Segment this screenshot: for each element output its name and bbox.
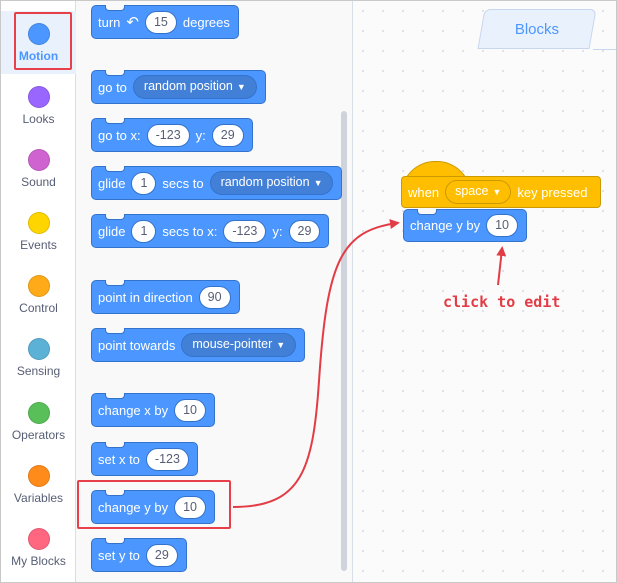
point-towards-block[interactable]: point towards mouse-pointer▼ (91, 328, 306, 362)
go-to-xy-block[interactable]: go to x: -123 y: 29 (91, 118, 253, 152)
block-text: when (408, 184, 440, 200)
annotation-text: click to edit (443, 293, 561, 311)
turn-left-block[interactable]: turn ↶ 15 degrees (91, 5, 239, 39)
set-x-block[interactable]: set x to -123 (91, 442, 198, 476)
point-target-dropdown[interactable]: mouse-pointer▼ (181, 333, 297, 357)
change-y-stack-block[interactable]: change y by 10 (403, 209, 528, 242)
set-y-block[interactable]: set y to 29 (91, 538, 187, 572)
sound-category-icon (27, 149, 50, 171)
block-text: secs to x: (162, 223, 218, 239)
block-text: change y by (98, 499, 169, 515)
block-text: point in direction (98, 289, 193, 305)
key-dropdown[interactable]: space▼ (445, 180, 512, 204)
glide-target-dropdown[interactable]: random position▼ (209, 171, 334, 195)
block-text: go to x: (98, 127, 141, 143)
when-key-pressed-block[interactable]: when space▼ key pressed (401, 176, 601, 208)
y-amount-input[interactable]: 10 (174, 495, 207, 519)
category-events[interactable]: Events (1, 200, 76, 263)
category-label: Sound (21, 175, 56, 189)
glide-to-block[interactable]: glide 1 secs to random position▼ (91, 166, 343, 200)
x-input[interactable]: -123 (223, 219, 267, 243)
events-category-icon (27, 212, 50, 234)
block-text: glide (98, 175, 126, 191)
degrees-input[interactable]: 15 (144, 10, 177, 34)
block-text: y: (195, 127, 206, 143)
caret-down-icon: ▼ (492, 187, 502, 197)
my-blocks-category-icon (27, 528, 50, 550)
y-input[interactable]: 29 (211, 123, 244, 147)
tab-blocks[interactable]: Blocks (477, 9, 597, 49)
go-to-block[interactable]: go to random position▼ (91, 70, 266, 104)
rotate-left-icon: ↶ (126, 14, 139, 31)
control-category-icon (27, 275, 50, 297)
variables-category-icon (27, 465, 50, 487)
category-variables[interactable]: Variables (1, 453, 76, 516)
y-value-input[interactable]: 29 (145, 543, 178, 567)
block-text: change y by (410, 218, 481, 233)
caret-down-icon: ▼ (236, 82, 246, 92)
x-input[interactable]: -123 (146, 123, 190, 147)
secs-input[interactable]: 1 (131, 171, 157, 195)
block-text: key pressed (517, 184, 588, 200)
block-text: turn (98, 14, 121, 30)
category-looks[interactable]: Looks (1, 74, 76, 137)
caret-down-icon: ▼ (276, 340, 286, 350)
category-label: Motion (18, 49, 59, 63)
dropdown-value: mouse-pointer (192, 337, 273, 351)
block-text: point towards (98, 337, 176, 353)
y-input[interactable]: 29 (288, 219, 321, 243)
y-amount-input[interactable]: 10 (486, 214, 519, 237)
change-y-block[interactable]: change y by 10 (91, 490, 216, 524)
change-x-block[interactable]: change x by 10 (91, 393, 216, 427)
block-text: go to (98, 79, 127, 95)
category-control[interactable]: Control (1, 263, 76, 326)
tab-divider (593, 49, 616, 50)
category-sound[interactable]: Sound (1, 137, 76, 200)
category-operators[interactable]: Operators (1, 390, 76, 453)
category-label: Events (20, 238, 57, 252)
category-label: Operators (11, 428, 66, 442)
block-text: set x to (98, 451, 140, 467)
block-text: degrees (182, 14, 230, 30)
block-text: y: (272, 223, 283, 239)
category-label: Variables (13, 491, 64, 505)
category-label: Looks (22, 112, 55, 126)
point-in-direction-block[interactable]: point in direction 90 (91, 280, 240, 314)
block-text: secs to (162, 175, 204, 191)
block-text: glide (98, 223, 126, 239)
block-text: change x by (98, 402, 169, 418)
category-my-blocks[interactable]: My Blocks (1, 516, 76, 579)
script-workspace[interactable] (353, 1, 616, 582)
motion-category-icon (27, 23, 50, 45)
dropdown-value: space (455, 184, 489, 198)
secs-input[interactable]: 1 (131, 219, 157, 243)
category-motion[interactable]: Motion (1, 11, 76, 74)
block-text: set y to (98, 547, 140, 563)
sensing-category-icon (27, 338, 50, 360)
category-menu: Motion Looks Sound Events Control Sensin… (1, 1, 76, 582)
caret-down-icon: ▼ (313, 178, 323, 188)
operators-category-icon (27, 402, 50, 424)
goto-target-dropdown[interactable]: random position▼ (132, 75, 257, 99)
looks-category-icon (27, 86, 50, 108)
category-label: Control (19, 301, 58, 315)
category-label: My Blocks (11, 554, 66, 568)
dropdown-value: random position (220, 175, 310, 189)
category-label: Sensing (16, 364, 61, 378)
direction-input[interactable]: 90 (198, 285, 231, 309)
dropdown-value: random position (143, 79, 233, 93)
category-sensing[interactable]: Sensing (1, 326, 76, 389)
tab-label: Blocks (514, 21, 560, 38)
x-amount-input[interactable]: 10 (174, 398, 207, 422)
x-value-input[interactable]: -123 (145, 447, 189, 471)
glide-to-xy-block[interactable]: glide 1 secs to x: -123 y: 29 (91, 214, 330, 248)
